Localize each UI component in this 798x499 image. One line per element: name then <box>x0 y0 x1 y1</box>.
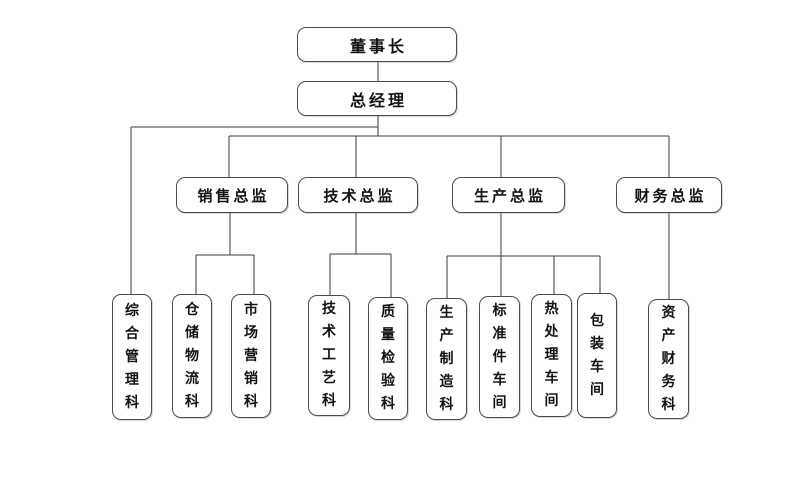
node-label: 技术工艺科 <box>322 301 336 409</box>
node-chairman: 董事长 <box>297 27 457 62</box>
node-general-management: 综合管理科 <box>112 294 152 420</box>
node-label: 热处理车间 <box>544 301 559 409</box>
node-finance-director: 财务总监 <box>616 177 722 213</box>
node-marketing: 市场营销科 <box>231 294 271 418</box>
node-label: 包装车间 <box>590 312 604 398</box>
node-tech-process: 技术工艺科 <box>308 295 350 416</box>
node-standard-parts: 标准件车间 <box>479 296 520 418</box>
node-label: 生产制造科 <box>439 304 454 413</box>
node-sales-director: 销售总监 <box>176 177 288 213</box>
node-label: 质量检验科 <box>381 304 395 412</box>
node-production-manufacturing: 生产制造科 <box>426 298 467 420</box>
node-warehouse-logistics: 仓储物流科 <box>172 294 212 418</box>
node-label: 标准件车间 <box>492 302 507 411</box>
node-label: 综合管理科 <box>125 302 139 411</box>
node-label: 仓储物流科 <box>185 301 199 410</box>
node-heat-treatment: 热处理车间 <box>531 294 572 417</box>
node-label: 市场营销科 <box>244 301 258 410</box>
node-general-manager: 总经理 <box>297 81 457 116</box>
node-asset-finance: 资产财务科 <box>648 299 689 419</box>
node-production-director: 生产总监 <box>452 177 565 213</box>
node-tech-director: 技术总监 <box>298 177 418 213</box>
node-quality-inspection: 质量检验科 <box>368 297 408 420</box>
node-packaging: 包装车间 <box>577 293 617 418</box>
node-label: 资产财务科 <box>661 304 676 413</box>
